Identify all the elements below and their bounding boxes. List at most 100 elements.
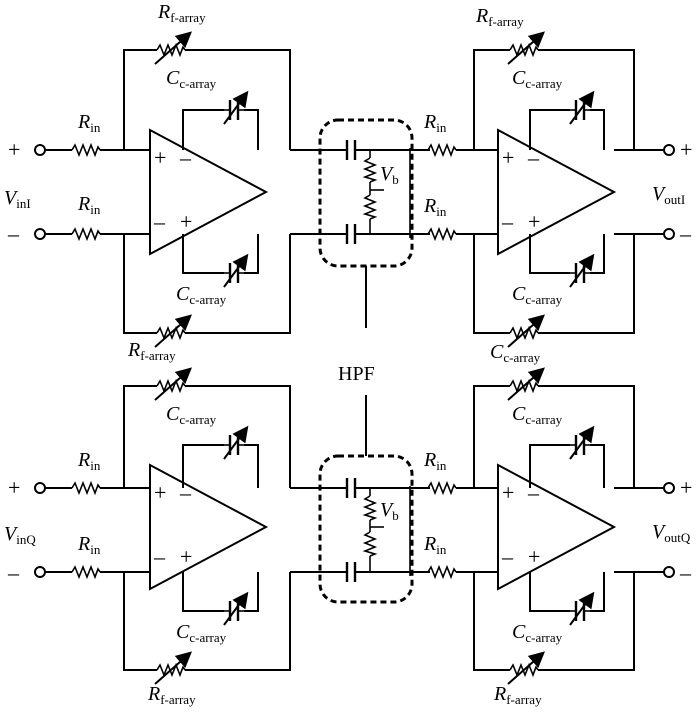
capacitor-icon — [345, 138, 357, 162]
rin-resistor-icon — [427, 482, 457, 494]
variable-capacitor-icon — [224, 257, 246, 287]
vin-i-plus-terminal[interactable] — [34, 144, 46, 156]
vin-q-plus-terminal[interactable] — [34, 482, 46, 494]
vin-q-label: VinQ — [4, 523, 36, 547]
vb-label: Vb — [380, 163, 399, 187]
plus-sign: + — [8, 475, 20, 500]
cc-array-label: Cc-array — [512, 621, 563, 645]
opamp-minus: – — [153, 209, 166, 234]
vout-q-plus-terminal[interactable] — [663, 482, 675, 494]
variable-capacitor-icon — [570, 257, 592, 287]
opamp-plus: + — [154, 480, 166, 505]
vout-i-minus-terminal[interactable] — [663, 228, 675, 240]
rin-resistor-icon — [427, 566, 457, 578]
opamp-plus: + — [528, 544, 540, 569]
rin-resistor-icon — [71, 482, 101, 494]
opamp-plus: + — [528, 209, 540, 234]
vin-q-minus-terminal[interactable] — [34, 566, 46, 578]
opamp-plus: + — [180, 209, 192, 234]
variable-capacitor-icon — [570, 94, 592, 124]
rin-label: Rin — [423, 195, 447, 219]
vout-i-label: VoutI — [652, 183, 685, 207]
opamp-plus: + — [154, 145, 166, 170]
cc-array-label: Cc-array — [166, 403, 217, 427]
variable-resistor-icon — [155, 370, 189, 400]
rin-label: Rin — [77, 533, 101, 557]
resistor-icon — [364, 531, 376, 557]
rin-label: Rin — [423, 111, 447, 135]
opamp-minus: – — [527, 145, 540, 170]
vout-q-minus-terminal[interactable] — [663, 566, 675, 578]
opamp-plus: + — [502, 480, 514, 505]
variable-capacitor-icon — [224, 429, 246, 459]
variable-resistor-icon — [155, 654, 189, 684]
opamp-plus: + — [180, 544, 192, 569]
opamp-minus: – — [179, 480, 192, 505]
op-amp-icon — [149, 129, 267, 255]
rin-resistor-icon — [71, 144, 101, 156]
rf-array-label: Rf-array — [475, 5, 524, 29]
opamp-plus: + — [502, 145, 514, 170]
variable-resistor-icon — [508, 34, 542, 64]
labels: + – + – + – + – + – – + + – – + + – – + … — [4, 1, 692, 707]
variable-capacitor-icon — [570, 595, 592, 625]
vin-i-minus-terminal[interactable] — [34, 228, 46, 240]
variable-capacitor-icon — [224, 94, 246, 124]
minus-sign: – — [7, 560, 20, 585]
opamp-minus: – — [501, 209, 514, 234]
rin-resistor-icon — [71, 566, 101, 578]
variable-resistor-icon — [508, 370, 542, 400]
hpf-block — [318, 454, 414, 604]
cc-array-label: Cc-array — [176, 621, 227, 645]
rin-resistor-icon — [71, 228, 101, 240]
variable-capacitor-icon — [570, 429, 592, 459]
rf-array-label: Rf-array — [493, 683, 542, 707]
minus-sign: – — [679, 221, 692, 246]
minus-sign: – — [679, 560, 692, 585]
capacitor-icon — [345, 560, 357, 584]
op-amp-icon — [149, 464, 267, 590]
rf-array-label: Rf-array — [127, 339, 176, 363]
op-amp-icon — [497, 464, 615, 590]
minus-sign: – — [7, 221, 20, 246]
opamp-minus: – — [179, 145, 192, 170]
variable-resistor-icon — [508, 654, 542, 684]
op-amp-icon — [497, 129, 615, 255]
vout-q-label: VoutQ — [652, 521, 691, 545]
plus-sign: + — [680, 137, 692, 162]
cc-array-label: Cc-array — [490, 341, 541, 365]
opamp-minus: – — [527, 480, 540, 505]
rin-resistor-icon — [427, 228, 457, 240]
resistor-icon — [364, 194, 376, 220]
plus-sign: + — [8, 137, 20, 162]
hpf-block — [318, 118, 414, 268]
capacitor-icon — [345, 222, 357, 246]
resistor-icon — [364, 157, 376, 183]
variable-resistor-icon — [155, 317, 189, 347]
i-channel — [34, 34, 675, 347]
rin-label: Rin — [77, 111, 101, 135]
cc-array-label: Cc-array — [166, 67, 217, 91]
variable-resistor-icon — [155, 34, 189, 64]
hpf-label: HPF — [338, 363, 375, 385]
variable-resistor-icon — [508, 317, 542, 347]
rin-label: Rin — [423, 449, 447, 473]
opamp-minus: – — [153, 544, 166, 569]
cc-array-label: Cc-array — [512, 403, 563, 427]
rin-label: Rin — [423, 533, 447, 557]
variable-capacitor-icon — [224, 595, 246, 625]
cc-array-label: Cc-array — [512, 283, 563, 307]
rin-resistor-icon — [427, 144, 457, 156]
rf-array-label: Rf-array — [157, 1, 206, 25]
vin-i-label: VinI — [4, 187, 31, 211]
cc-array-label: Cc-array — [176, 283, 227, 307]
rin-label: Rin — [77, 449, 101, 473]
plus-sign: + — [680, 475, 692, 500]
q-channel — [34, 370, 675, 684]
rf-array-label: Rf-array — [147, 683, 196, 707]
opamp-minus: – — [501, 544, 514, 569]
capacitor-icon — [345, 476, 357, 500]
vout-i-plus-terminal[interactable] — [663, 144, 675, 156]
vb-label: Vb — [380, 499, 399, 523]
